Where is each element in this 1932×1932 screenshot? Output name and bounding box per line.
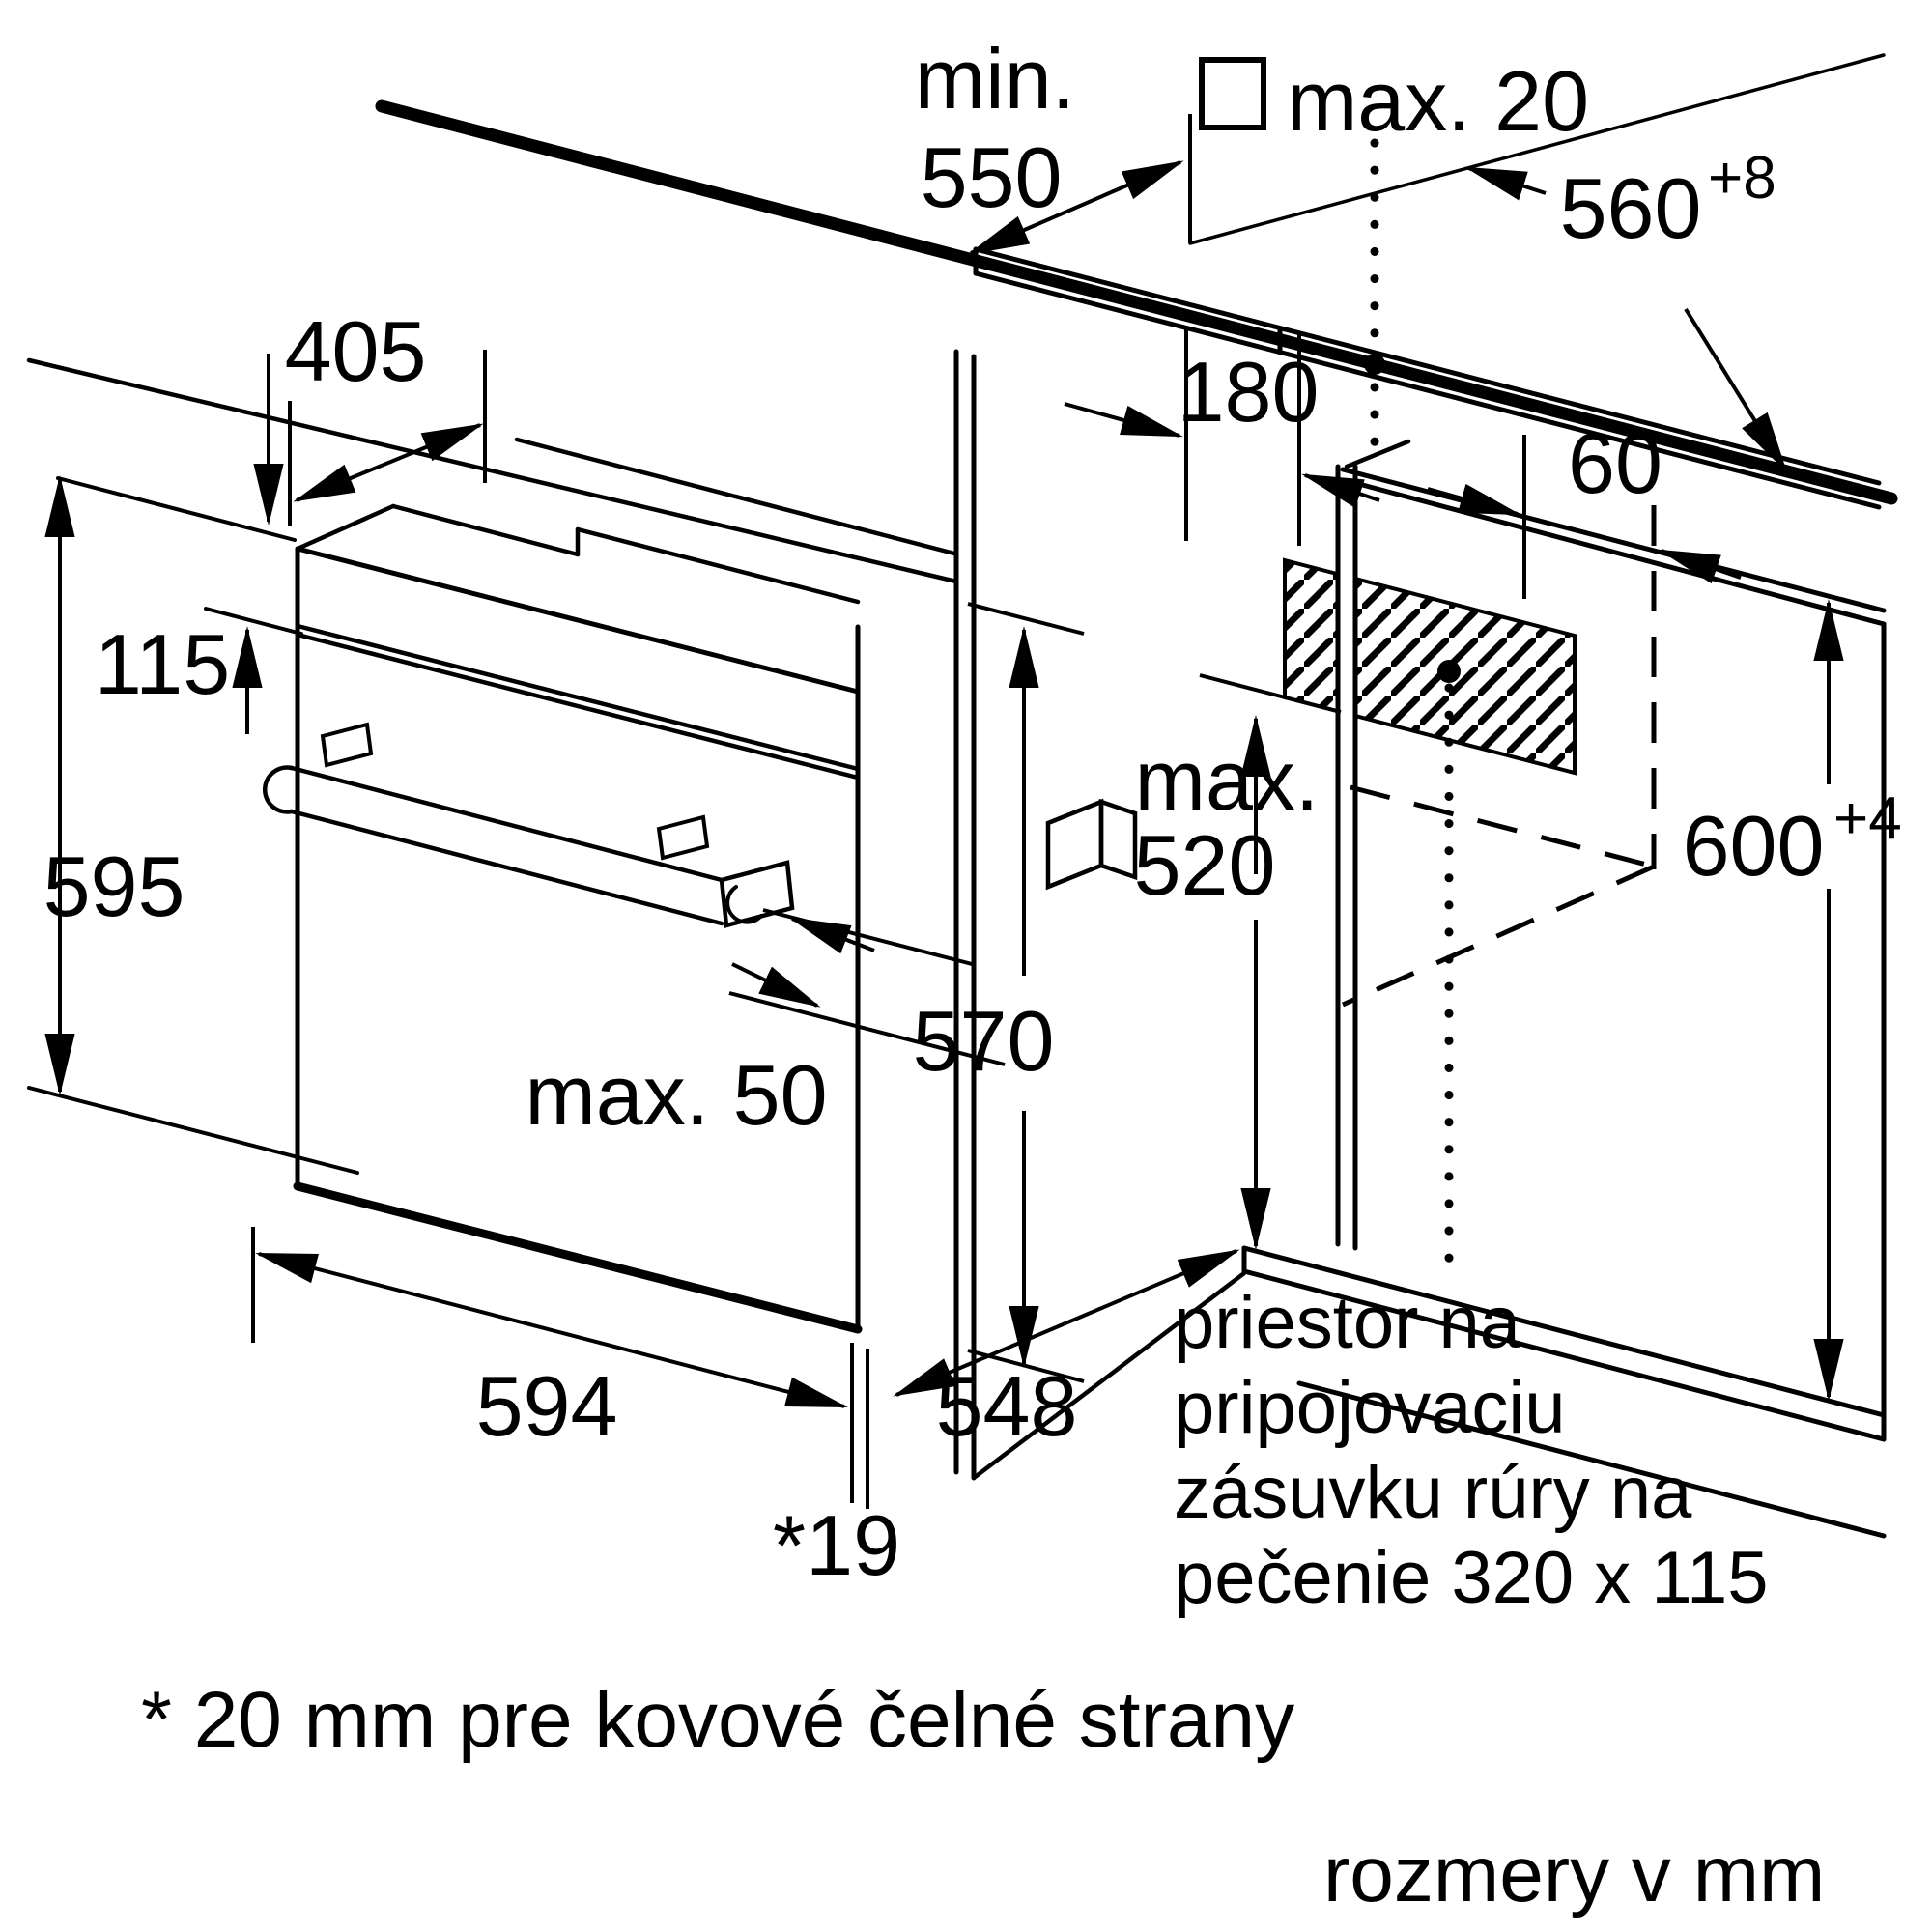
label-19: *19 <box>773 1497 900 1593</box>
dim-19-gap-ticks <box>850 1343 869 1509</box>
label-594: 594 <box>476 1358 618 1454</box>
worktop-cutout-strip <box>973 246 1882 510</box>
oven <box>263 503 1138 1334</box>
label-115: 115 <box>95 616 230 712</box>
niche-wall-top-edge <box>1344 439 1411 469</box>
hidden-back-bottom-edge <box>1350 784 1655 869</box>
footnote: * 20 mm pre kovové čelné strany <box>141 1676 1294 1764</box>
left-cabinet <box>26 349 1247 1481</box>
dim-548 <box>893 1249 1240 1397</box>
dim-115 <box>232 354 284 734</box>
dim-594 <box>251 1227 848 1408</box>
socket-note: priestor na pripojovaciu zásuvku rúry na… <box>1174 1282 1769 1619</box>
niche-wall-whiteout <box>1340 467 1353 1244</box>
label-max520-value: 520 <box>1134 817 1276 913</box>
niche-roof-edge-a <box>1340 467 1887 613</box>
label-560: 560 <box>1560 160 1702 256</box>
label-595: 595 <box>43 838 185 934</box>
worktop-front-edge <box>375 99 1898 505</box>
label-max20: max. 20 <box>1287 53 1589 149</box>
label-600-tol: +4 <box>1833 785 1902 852</box>
square-symbol <box>1199 57 1266 130</box>
oven-lid-back-edge <box>390 503 581 557</box>
cabinet-top-front-edge <box>26 357 959 584</box>
worktop <box>375 53 1898 510</box>
label-548: 548 <box>936 1358 1078 1454</box>
oven-top-front-edge <box>295 546 861 695</box>
dim-max-520 <box>1199 673 1342 1250</box>
label-180: 180 <box>1178 344 1320 440</box>
oven-lid-left-edge <box>295 503 396 552</box>
centerline-dot-in-socket <box>1437 660 1461 683</box>
socket-note-line-3: zásuvku rúry na <box>1174 1452 1692 1534</box>
dim-min-550 <box>967 114 1192 255</box>
handle-left-cap <box>263 765 295 814</box>
units-note: rozmery v mm <box>1323 1831 1825 1918</box>
label-405: 405 <box>285 303 427 399</box>
socket-space-hatched-area <box>1283 557 1577 776</box>
hidden-bottom-depth-edge <box>1341 864 1656 1008</box>
socket-centerline <box>1364 138 1461 1270</box>
socket-note-line-2: pripojovaciu <box>1174 1367 1566 1449</box>
label-max50: max. 50 <box>525 1047 827 1143</box>
side-vent-slot <box>1045 798 1138 891</box>
label-min-word: min. <box>915 31 1075 127</box>
niche-bottom-edge-a <box>1241 1245 1887 1418</box>
socket-note-line-1: priestor na <box>1174 1282 1521 1364</box>
dim-max-50 <box>728 908 1006 1066</box>
label-60: 60 <box>1568 415 1662 511</box>
niche-roof-edge-b <box>1352 480 1887 627</box>
handle-right-end-block <box>719 860 795 928</box>
handle-mount-right <box>656 814 710 861</box>
centerline-dot-on-worktop <box>1364 354 1385 375</box>
control-panel-bottom-a <box>295 623 861 772</box>
worktop-back-depth-edge <box>1188 53 1886 245</box>
handle-right-end-hook <box>725 885 763 924</box>
right-niche <box>1241 138 1887 1539</box>
niche-plinth-edge <box>1296 1380 1887 1539</box>
label-min-value: 550 <box>921 129 1063 225</box>
oven-lid-rear-lip <box>575 526 861 605</box>
label-570: 570 <box>913 993 1055 1089</box>
niche-bottom-edge-b <box>1241 1268 1887 1442</box>
handle-mount-left <box>320 722 374 768</box>
dim-560 <box>1464 166 1788 473</box>
label-600: 600 <box>1683 798 1825 894</box>
control-panel-bottom-b <box>295 632 861 781</box>
label-max520-word: max. <box>1135 732 1320 828</box>
ref-line-oven-bottom-level <box>27 1086 359 1175</box>
dim-405 <box>288 350 487 526</box>
dim-180 <box>1064 328 1380 546</box>
ref-line-panel-bottom-level <box>204 607 303 636</box>
dim-60 <box>1427 435 1742 599</box>
socket-note-line-4: pečenie 320 x 115 <box>1174 1537 1769 1619</box>
ref-line-oven-top-level <box>56 476 297 542</box>
oven-door-handle <box>263 722 795 928</box>
cabinet-back-wall-edge <box>514 437 957 556</box>
oven-bottom-edge <box>293 1181 863 1334</box>
label-560-tol: +8 <box>1708 145 1776 212</box>
